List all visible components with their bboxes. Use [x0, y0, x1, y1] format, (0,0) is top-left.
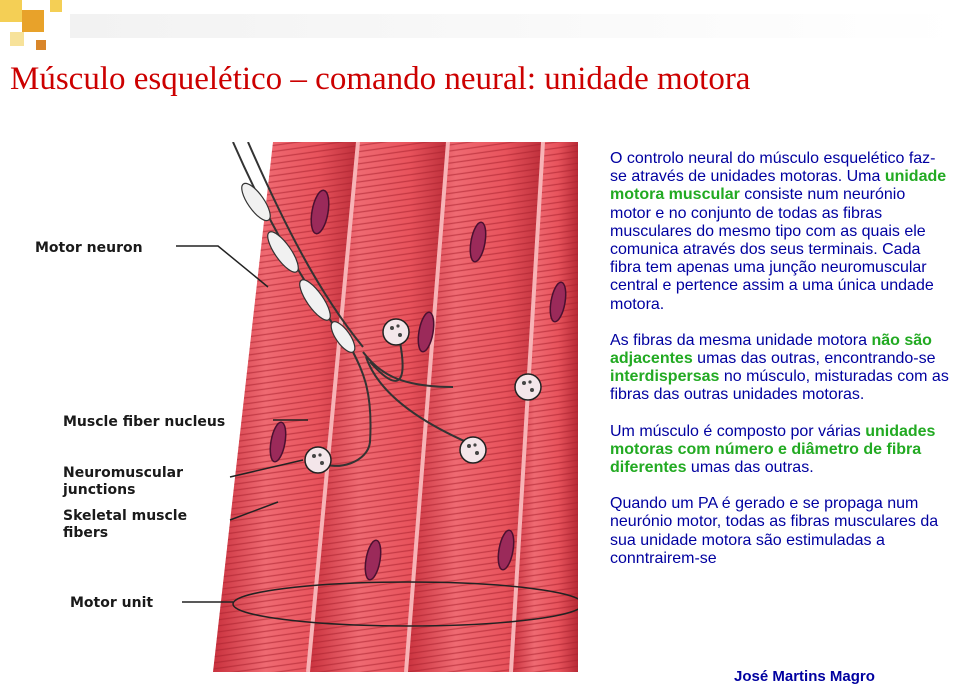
- neuromuscular-junctions: [304, 318, 542, 474]
- highlight-unidades-motoras: unidades motoras com número e diâmetro d…: [610, 422, 936, 477]
- skeletal-muscle-fibers: [213, 142, 578, 672]
- label-neuromuscular-junctions-line1: Neuromuscular: [63, 465, 183, 481]
- myelin-sheath: [241, 182, 356, 353]
- label-neuromuscular-junctions-line2: junctions: [62, 482, 135, 498]
- highlight-interdispersas: interdispersas: [610, 368, 720, 386]
- label-motor-unit: Motor unit: [70, 595, 153, 611]
- label-skeletal-muscle-fibers-line1: Skeletal muscle: [63, 508, 187, 524]
- paragraph-1: O controlo neural do músculo esquelético…: [610, 150, 947, 313]
- muscle-fiber-nuclei: [269, 189, 567, 581]
- highlight-unidade-motora: unidade motora muscular: [610, 168, 947, 204]
- label-leader-lines: [176, 245, 308, 603]
- motor-unit-outline: [232, 581, 578, 627]
- slide-title: Músculo esquelético – comando neural: un…: [10, 61, 751, 97]
- paragraph-3: Um músculo é composto por várias unidade…: [610, 422, 936, 477]
- corner-square-yellow: [0, 0, 22, 22]
- motor-unit-illustration: Motor neuron Muscle fiber nucleus Neurom…: [18, 142, 578, 672]
- explanation-text: O controlo neural do músculo esquelético…: [610, 150, 950, 586]
- label-motor-neuron: Motor neuron: [35, 240, 143, 256]
- corner-square-dark: [36, 40, 46, 50]
- corner-square-light: [10, 32, 24, 46]
- highlight-nao-adjacentes: não são adjacentes: [610, 331, 932, 368]
- corner-square-orange: [22, 10, 44, 32]
- paragraph-2: As fibras da mesma unidade motora não sã…: [610, 331, 949, 404]
- label-muscle-fiber-nucleus: Muscle fiber nucleus: [63, 414, 225, 430]
- junction-dots: [312, 324, 534, 465]
- author-name: José Martins Magro: [734, 668, 875, 685]
- header-bar: [70, 14, 960, 38]
- paragraph-4: Quando um PA é gerado e se propaga num n…: [610, 495, 939, 567]
- corner-square-small: [50, 0, 62, 12]
- label-skeletal-muscle-fibers-line2: fibers: [63, 525, 108, 541]
